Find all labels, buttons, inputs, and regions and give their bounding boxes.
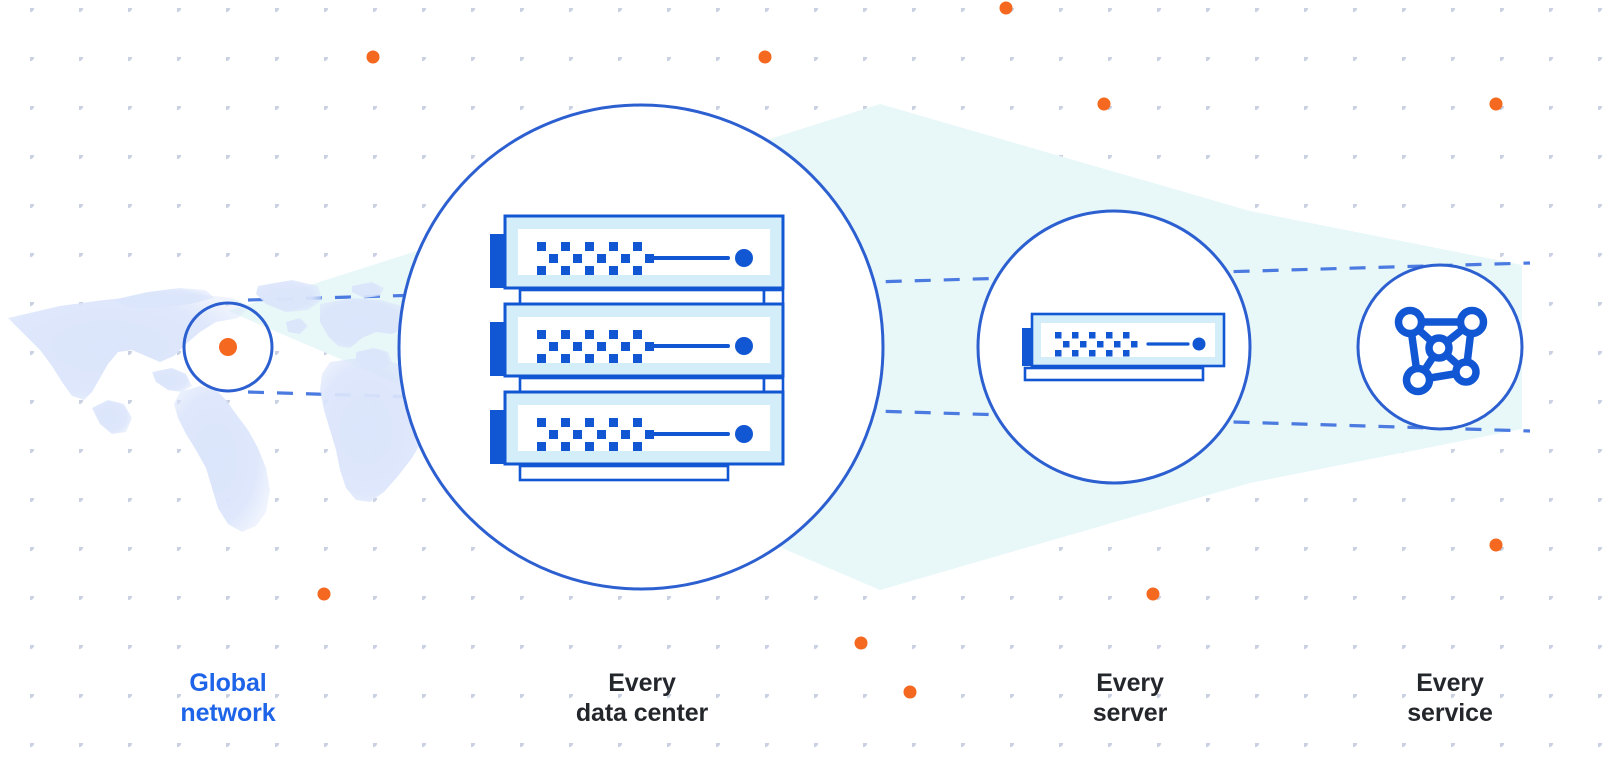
global-network-location-dot [219, 338, 237, 356]
server-base [1023, 366, 1205, 382]
network-mesh-icon [1394, 306, 1488, 396]
rack-connector-2 [518, 376, 785, 394]
rack-unit-panel [518, 229, 770, 275]
caption-global-network: Global network [180, 669, 276, 727]
rack-unit-2 [490, 302, 785, 378]
rack-unit-panel [518, 405, 770, 451]
mesh-node-top-right [1456, 306, 1488, 338]
caption-service: Every service [1407, 669, 1493, 727]
mesh-node-bottom-left [1402, 364, 1434, 396]
caption-data-center: Every data center [575, 669, 709, 727]
rack-unit-led-grid [537, 330, 654, 363]
dot-grid-accent-dots [317, 1, 1503, 699]
mesh-node-center [1425, 334, 1453, 362]
rack-unit-status-led [735, 249, 753, 267]
server-rack-icon [490, 214, 785, 482]
rack-base [518, 464, 730, 482]
rack-unit-panel [518, 317, 770, 363]
global-network-focus-circle [182, 301, 274, 393]
server-led-grid [1055, 332, 1138, 357]
rack-connector-1 [518, 288, 785, 306]
single-server-icon [1022, 312, 1226, 382]
caption-server: Every server [1092, 669, 1168, 727]
rack-unit-3 [490, 390, 785, 466]
server-status-led [1192, 337, 1206, 351]
mesh-node-bottom-right [1452, 358, 1480, 386]
rack-unit-status-led [735, 337, 753, 355]
rack-unit-1 [490, 214, 785, 290]
mesh-node-top-left [1394, 306, 1426, 338]
mesh-nodes [1394, 306, 1488, 396]
rack-unit-status-led [735, 425, 753, 443]
